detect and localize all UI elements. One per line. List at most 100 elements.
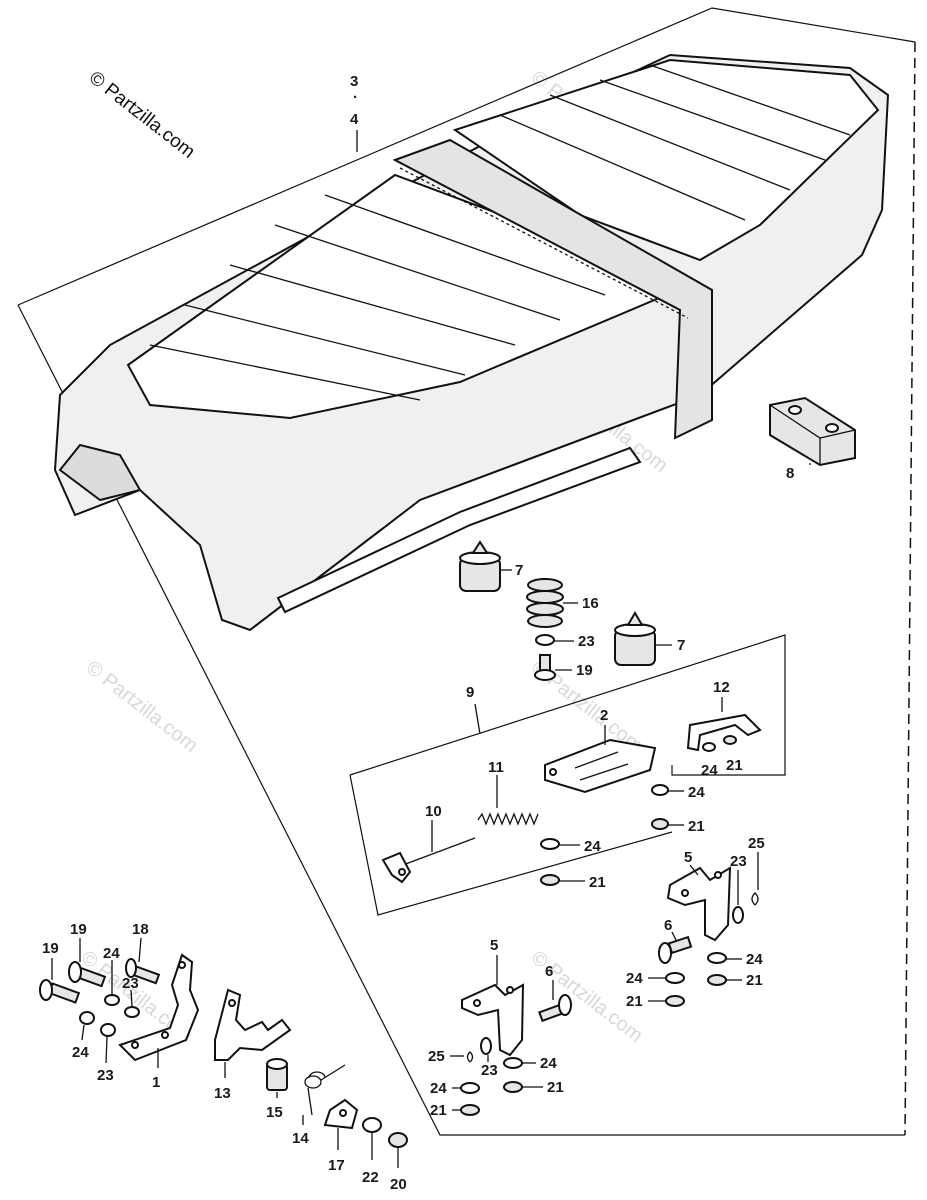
callout-9: 9	[466, 684, 474, 701]
part-11-lock-spring	[477, 812, 539, 826]
part-23-washer-a	[535, 634, 555, 646]
part-12-bracket	[686, 713, 762, 752]
callout-24-g: 24	[72, 1044, 89, 1061]
part-24-washer-e	[665, 972, 685, 984]
part-19-bolt-b	[39, 979, 81, 1004]
assembly-frame-dashed-right	[904, 41, 916, 1136]
callout-23-c: 23	[122, 975, 139, 992]
callout-6-b: 6	[545, 963, 553, 980]
callout-23-a: 23	[578, 633, 595, 650]
part-24-washer-b	[651, 784, 669, 796]
part-13-catch	[214, 988, 292, 1061]
assembly-frame	[17, 7, 916, 306]
part-21-nut-e	[665, 995, 685, 1007]
part-21-nut-g	[460, 1104, 480, 1116]
part-1-latch-plate	[118, 953, 200, 1062]
callout-21-g: 21	[430, 1102, 447, 1119]
callout-24-e: 24	[626, 970, 643, 987]
lock-assembly-frame	[349, 634, 786, 916]
part-15-collar	[266, 1058, 288, 1091]
part-19-bolt-a	[534, 654, 556, 681]
callout-19-b: 19	[42, 940, 59, 957]
callout-15: 15	[266, 1104, 283, 1121]
callout-19-a: 19	[576, 662, 593, 679]
seat-side-trim	[276, 446, 642, 614]
part-24-washer-g	[79, 1011, 95, 1025]
callout-8: 8	[786, 465, 794, 482]
part-8-rubber-block	[769, 396, 856, 467]
callout-16: 16	[582, 595, 599, 612]
callout-23-b: 23	[730, 853, 747, 870]
callout-3: 3	[350, 73, 358, 90]
callout-24-b: 24	[688, 784, 705, 801]
part-22-washer	[362, 1117, 382, 1133]
seat-assembly	[53, 53, 890, 632]
part-23-washer-e	[480, 1037, 492, 1055]
callout-11: 11	[488, 759, 504, 776]
part-24-washer-c	[540, 838, 560, 850]
part-24-washer-f	[104, 994, 120, 1006]
part-20-nut	[388, 1132, 408, 1148]
part-25-pin-a	[751, 892, 759, 906]
callout-19-c: 19	[70, 921, 87, 938]
copyright-text: © Partzilla.com	[85, 67, 199, 162]
seat-strap-stitch	[399, 167, 689, 319]
part-17-stopper	[323, 1098, 359, 1130]
callout-21-f: 21	[547, 1079, 564, 1096]
callout-24-c: 24	[584, 838, 601, 855]
part-24-washer-i	[460, 1082, 480, 1094]
callout-20: 20	[390, 1176, 407, 1193]
part-19-bolt-c	[68, 961, 107, 988]
part-14-torsion-spring	[304, 1064, 346, 1116]
seat-top-front	[452, 58, 880, 262]
part-25-pin-b	[466, 1051, 474, 1063]
callout-24-a: 24	[701, 762, 718, 779]
part-6-pin-right	[658, 935, 693, 964]
callout-21-e: 21	[626, 993, 643, 1010]
part-7-cushion-left	[459, 540, 501, 592]
callout-21-a: 21	[726, 757, 743, 774]
seat-strap	[392, 138, 713, 440]
callout-3-4-sep: ·	[353, 89, 358, 106]
callout-25-a: 25	[748, 835, 765, 852]
callout-17: 17	[328, 1157, 345, 1174]
part-21-nut-c	[540, 874, 560, 886]
part-6-pin-center	[538, 994, 572, 1023]
callout-23-d: 23	[97, 1067, 114, 1084]
callout-7-b: 7	[677, 637, 685, 654]
part-23-washer-d	[100, 1023, 116, 1037]
part-18-bolt	[125, 958, 161, 985]
callout-21-b: 21	[688, 818, 705, 835]
part-23-washer-b	[732, 906, 744, 924]
part-2-lock-plate	[544, 738, 657, 794]
seat-rear-hook	[58, 443, 142, 502]
callout-12: 12	[713, 679, 730, 696]
callout-2: 2	[600, 707, 608, 724]
part-21-nut-b	[651, 818, 669, 830]
callout-14: 14	[292, 1130, 309, 1147]
callout-18: 18	[132, 921, 149, 938]
part-24-washer-d	[707, 952, 727, 964]
callout-7-a: 7	[515, 562, 523, 579]
callout-21-d: 21	[746, 972, 763, 989]
callout-1: 1	[152, 1074, 160, 1091]
part-21-nut-d	[707, 974, 727, 986]
seat-pleats	[149, 64, 851, 401]
part-24-washer-h	[503, 1057, 523, 1069]
part-21-nut-f	[503, 1081, 523, 1093]
part-10-lock-rod	[381, 837, 476, 884]
part-16-spring	[526, 578, 564, 628]
callout-5-b: 5	[490, 937, 498, 954]
assembly-frame-bottom	[17, 304, 905, 1136]
callout-4: 4	[350, 111, 359, 128]
callout-24-h: 24	[540, 1055, 557, 1072]
callout-5-a: 5	[684, 849, 692, 866]
watermark-4: © Partzilla.com	[82, 657, 202, 757]
part-5-hinge-right	[666, 866, 732, 942]
callout-23-e: 23	[481, 1062, 498, 1079]
callout-10: 10	[425, 803, 442, 820]
part-23-washer-c	[124, 1006, 140, 1018]
part-21-nut-a	[723, 735, 737, 745]
callout-22: 22	[362, 1169, 379, 1186]
